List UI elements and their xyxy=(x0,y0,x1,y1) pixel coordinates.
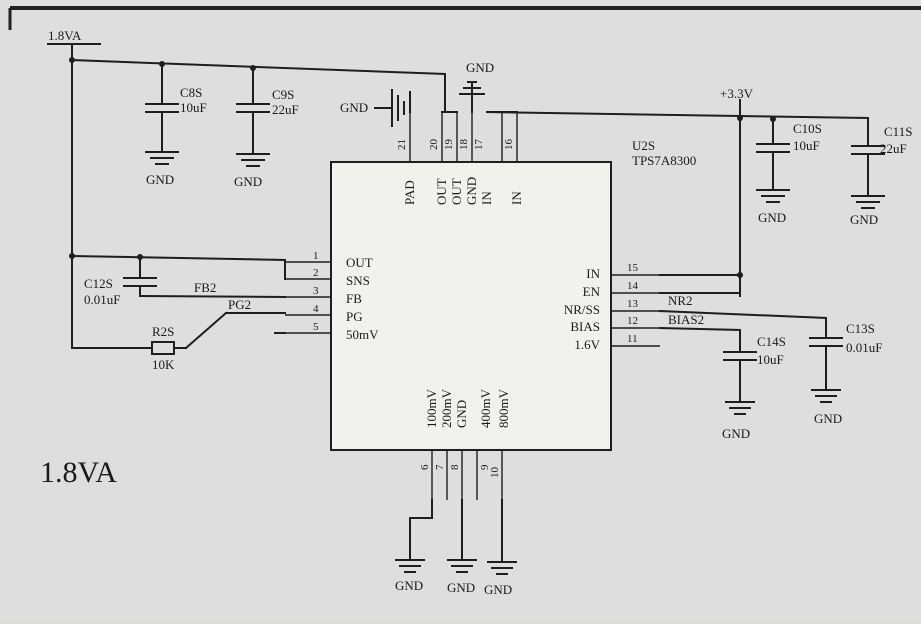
pin-name-bias: BIAS xyxy=(570,319,600,334)
bottom-pins: 6 7 8 9 10 100mV 200mV GND 400mV 800mV xyxy=(419,388,511,500)
c12s-ref: C12S xyxy=(84,276,113,291)
pin-name-out: OUT xyxy=(346,255,373,270)
pin-num-4: 4 xyxy=(313,303,319,315)
pin-num-7: 7 xyxy=(434,464,446,470)
out-rail-label: 1.8VA xyxy=(48,28,82,43)
gnd-bottom-3: GND xyxy=(484,582,512,597)
pin-name-fb: FB xyxy=(346,291,362,306)
pad-gnd-label: GND xyxy=(340,100,368,115)
c14s-ref: C14S xyxy=(757,334,786,349)
pin-num-13: 13 xyxy=(627,298,639,310)
pin-name-in-16: IN xyxy=(509,191,524,205)
c8s-gnd: GND xyxy=(146,172,174,187)
in-rail-net: +3.3V xyxy=(485,86,870,297)
gnd-bottom-2: GND xyxy=(447,580,475,595)
c9s-value: 22uF xyxy=(272,102,299,117)
pin-name-800mv: 800mV xyxy=(496,388,511,428)
r2s-value: 10K xyxy=(152,357,175,372)
pin-name-100mv: 100mV xyxy=(424,388,439,428)
feedback-network: C12S 0.01uF FB2 PG2 R2S 10K xyxy=(71,256,287,372)
right-pins: 15 14 13 12 11 IN EN NR/SS BIAS 1.6V xyxy=(564,262,660,352)
pin-name-1v6: 1.6V xyxy=(574,337,600,352)
capacitor-c9s: C9S 22uF GND xyxy=(234,67,299,189)
capacitor-c8s: C8S 10uF GND xyxy=(145,63,207,187)
pin-name-gnd-8: GND xyxy=(454,400,469,428)
pin-num-8: 8 xyxy=(449,464,461,470)
pin-num-3: 3 xyxy=(313,285,319,297)
bias-net: BIAS2 C14S 10uF GND xyxy=(658,312,786,441)
pin-num-19: 19 xyxy=(443,139,455,151)
pin-num-9: 9 xyxy=(479,464,491,470)
c12s-value: 0.01uF xyxy=(84,292,120,307)
c13s-ref: C13S xyxy=(846,321,875,336)
pin-num-2: 2 xyxy=(313,267,319,279)
c8s-ref: C8S xyxy=(180,85,202,100)
c10s-gnd: GND xyxy=(758,210,786,225)
nr-net: NR2 C13S 0.01uF GND xyxy=(658,293,882,426)
ic-part: TPS7A8300 xyxy=(632,153,696,168)
bottom-grounds: GND GND GND xyxy=(395,499,517,597)
pin-num-16: 16 xyxy=(503,139,515,151)
c11s-ref: C11S xyxy=(884,124,912,139)
pin-num-15: 15 xyxy=(627,262,639,274)
pin-name-pg: PG xyxy=(346,309,363,324)
gnd-18: GND xyxy=(459,60,494,113)
c8s-value: 10uF xyxy=(180,100,207,115)
pin-num-11: 11 xyxy=(627,333,638,345)
c13s-value: 0.01uF xyxy=(846,340,882,355)
pin-num-18: 18 xyxy=(458,139,470,151)
gnd18-label: GND xyxy=(466,60,494,75)
bias-label: BIAS2 xyxy=(668,312,704,327)
sheet-title: 1.8VA xyxy=(40,456,117,489)
pin-num-20: 20 xyxy=(428,139,440,151)
gnd-bottom-1: GND xyxy=(395,578,423,593)
pin-name-200mv: 200mV xyxy=(439,388,454,428)
pin-name-in: IN xyxy=(586,266,600,281)
pin-name-sns: SNS xyxy=(346,273,370,288)
c13s-gnd: GND xyxy=(814,411,842,426)
c11s-gnd: GND xyxy=(850,212,878,227)
fb-label: FB2 xyxy=(194,280,216,295)
c9s-ref: C9S xyxy=(272,87,294,102)
c10s-ref: C10S xyxy=(793,121,822,136)
pin-num-21: 21 xyxy=(396,139,408,150)
r2s-ref: R2S xyxy=(152,324,174,339)
c14s-value: 10uF xyxy=(757,352,784,367)
pin-name-out-20: OUT xyxy=(434,178,449,205)
c10s-value: 10uF xyxy=(793,138,820,153)
pin-num-12: 12 xyxy=(627,315,638,327)
pin-num-1: 1 xyxy=(313,250,319,262)
pin-name-in-17: IN xyxy=(479,191,494,205)
left-pins: 1 2 3 4 5 OUT SNS FB PG 50mV xyxy=(285,250,379,342)
pin-name-50mv: 50mV xyxy=(346,327,379,342)
pin-name-en: EN xyxy=(583,284,601,299)
pin-name-out-19: OUT xyxy=(449,178,464,205)
ic-ref: U2S xyxy=(632,138,655,153)
pin-num-6: 6 xyxy=(419,464,431,470)
pin-name-nrss: NR/SS xyxy=(564,302,600,317)
pin-num-14: 14 xyxy=(627,280,639,292)
capacitor-c10s: C10S 10uF GND xyxy=(756,118,822,225)
pin-num-17: 17 xyxy=(473,139,485,151)
pin-num-10: 10 xyxy=(489,467,501,479)
pin-name-pad: PAD xyxy=(402,180,417,205)
capacitor-c11s: C11S 22uF GND xyxy=(850,117,912,227)
c14s-gnd: GND xyxy=(722,426,750,441)
pg-label: PG2 xyxy=(228,297,251,312)
pin-name-400mv: 400mV xyxy=(478,388,493,428)
nr-label: NR2 xyxy=(668,293,693,308)
top-pins: 21 20 19 18 17 16 PAD OUT OUT GND IN IN xyxy=(396,112,524,205)
c11s-value: 22uF xyxy=(880,141,907,156)
pad-ground: GND xyxy=(340,89,411,127)
pin-name-gnd-18: GND xyxy=(464,177,479,205)
ic-body xyxy=(330,161,612,451)
pin-num-5: 5 xyxy=(313,321,319,333)
in-rail-label: +3.3V xyxy=(720,86,754,101)
c9s-gnd: GND xyxy=(234,174,262,189)
out-rail-net: 1.8VA xyxy=(47,28,458,349)
